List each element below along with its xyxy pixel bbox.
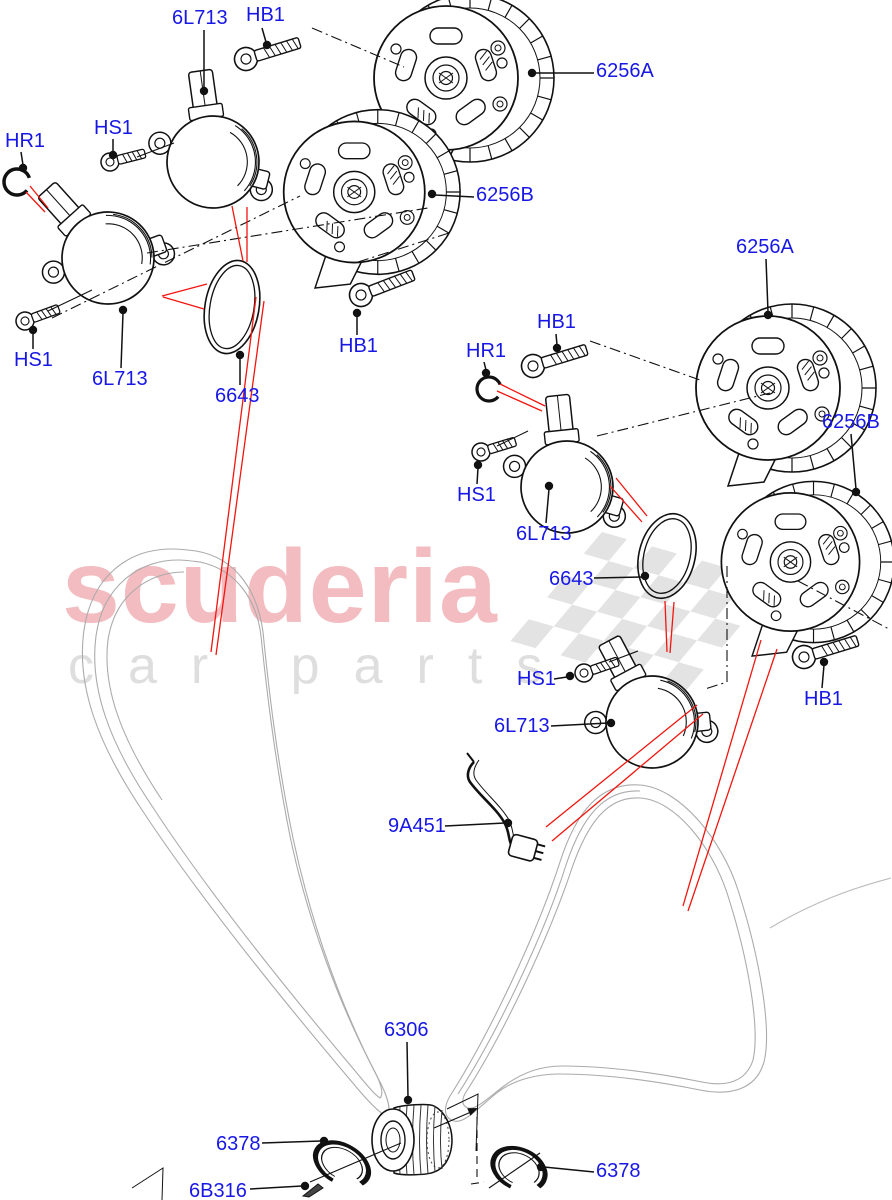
wiring-harness-9a451	[466, 752, 546, 862]
label-hr1-right[interactable]: HR1	[466, 340, 507, 362]
label-6378-left[interactable]: 6378	[216, 1133, 261, 1155]
red-indicator-lines	[25, 185, 778, 912]
bolt-hb1-top	[230, 30, 304, 75]
label-6l713-right[interactable]: 6L713	[516, 523, 572, 545]
label-hs1-bottom-right[interactable]: HS1	[517, 668, 556, 690]
solenoid-6l713-top-left	[138, 62, 275, 217]
label-9a451-harness[interactable]: 9A451	[388, 815, 446, 837]
label-hb1-top[interactable]: HB1	[246, 4, 285, 26]
label-hb1-right[interactable]: HB1	[537, 311, 576, 333]
label-hb1-bottom-right[interactable]: HB1	[804, 688, 843, 710]
label-6l713-left[interactable]: 6L713	[92, 368, 148, 390]
label-6l713-top[interactable]: 6L713	[172, 7, 228, 29]
label-hr1-left[interactable]: HR1	[5, 130, 46, 152]
vct-unit-6256a-right	[695, 303, 877, 487]
label-hs1-right[interactable]: HS1	[457, 484, 496, 506]
watermark-subtitle: car parts	[68, 637, 577, 695]
o-ring-6643-right	[637, 512, 697, 600]
vct-unit-6256b-top	[282, 108, 461, 289]
label-6l713-bottom-right[interactable]: 6L713	[494, 715, 550, 737]
label-6256b-top[interactable]: 6256B	[476, 184, 534, 206]
leader-dots	[18, 40, 861, 1191]
solenoid-6l713-right	[495, 388, 628, 540]
label-6256a-top[interactable]: 6256A	[596, 60, 654, 82]
label-hb1-left[interactable]: HB1	[339, 335, 378, 357]
assembly-axis-lines	[47, 27, 890, 1189]
vct-unit-6256b-right	[720, 480, 892, 657]
label-6b316-key[interactable]: 6B316	[189, 1180, 247, 1200]
direction-arrow	[467, 1108, 478, 1116]
watermark-title: scuderia	[62, 529, 498, 645]
label-hs1-bottom-left[interactable]: HS1	[14, 349, 53, 371]
label-6306-sprocket[interactable]: 6306	[384, 1019, 429, 1041]
crank-sprocket-6306	[371, 1103, 453, 1176]
label-6378-right[interactable]: 6378	[596, 1160, 641, 1182]
label-hs1-top-left[interactable]: HS1	[94, 117, 133, 139]
bolt-hs1-top-left	[98, 143, 148, 174]
seal-ring-hr1-left	[2, 167, 32, 197]
label-6643-right[interactable]: 6643	[549, 568, 594, 590]
key-6b316	[301, 1183, 324, 1198]
label-6256b-right[interactable]: 6256B	[822, 411, 880, 433]
o-ring-6643-left	[203, 259, 261, 355]
label-6643-left[interactable]: 6643	[215, 385, 260, 407]
solenoid-6l713-left	[0, 151, 181, 334]
timing-chain-right	[445, 784, 892, 1122]
timing-chain-left	[81, 548, 390, 1117]
label-6256a-right[interactable]: 6256A	[736, 236, 794, 258]
snap-ring-6378-right	[490, 1145, 548, 1193]
seal-ring-hr1-right	[475, 375, 503, 403]
leader-lines	[20, 27, 857, 1190]
